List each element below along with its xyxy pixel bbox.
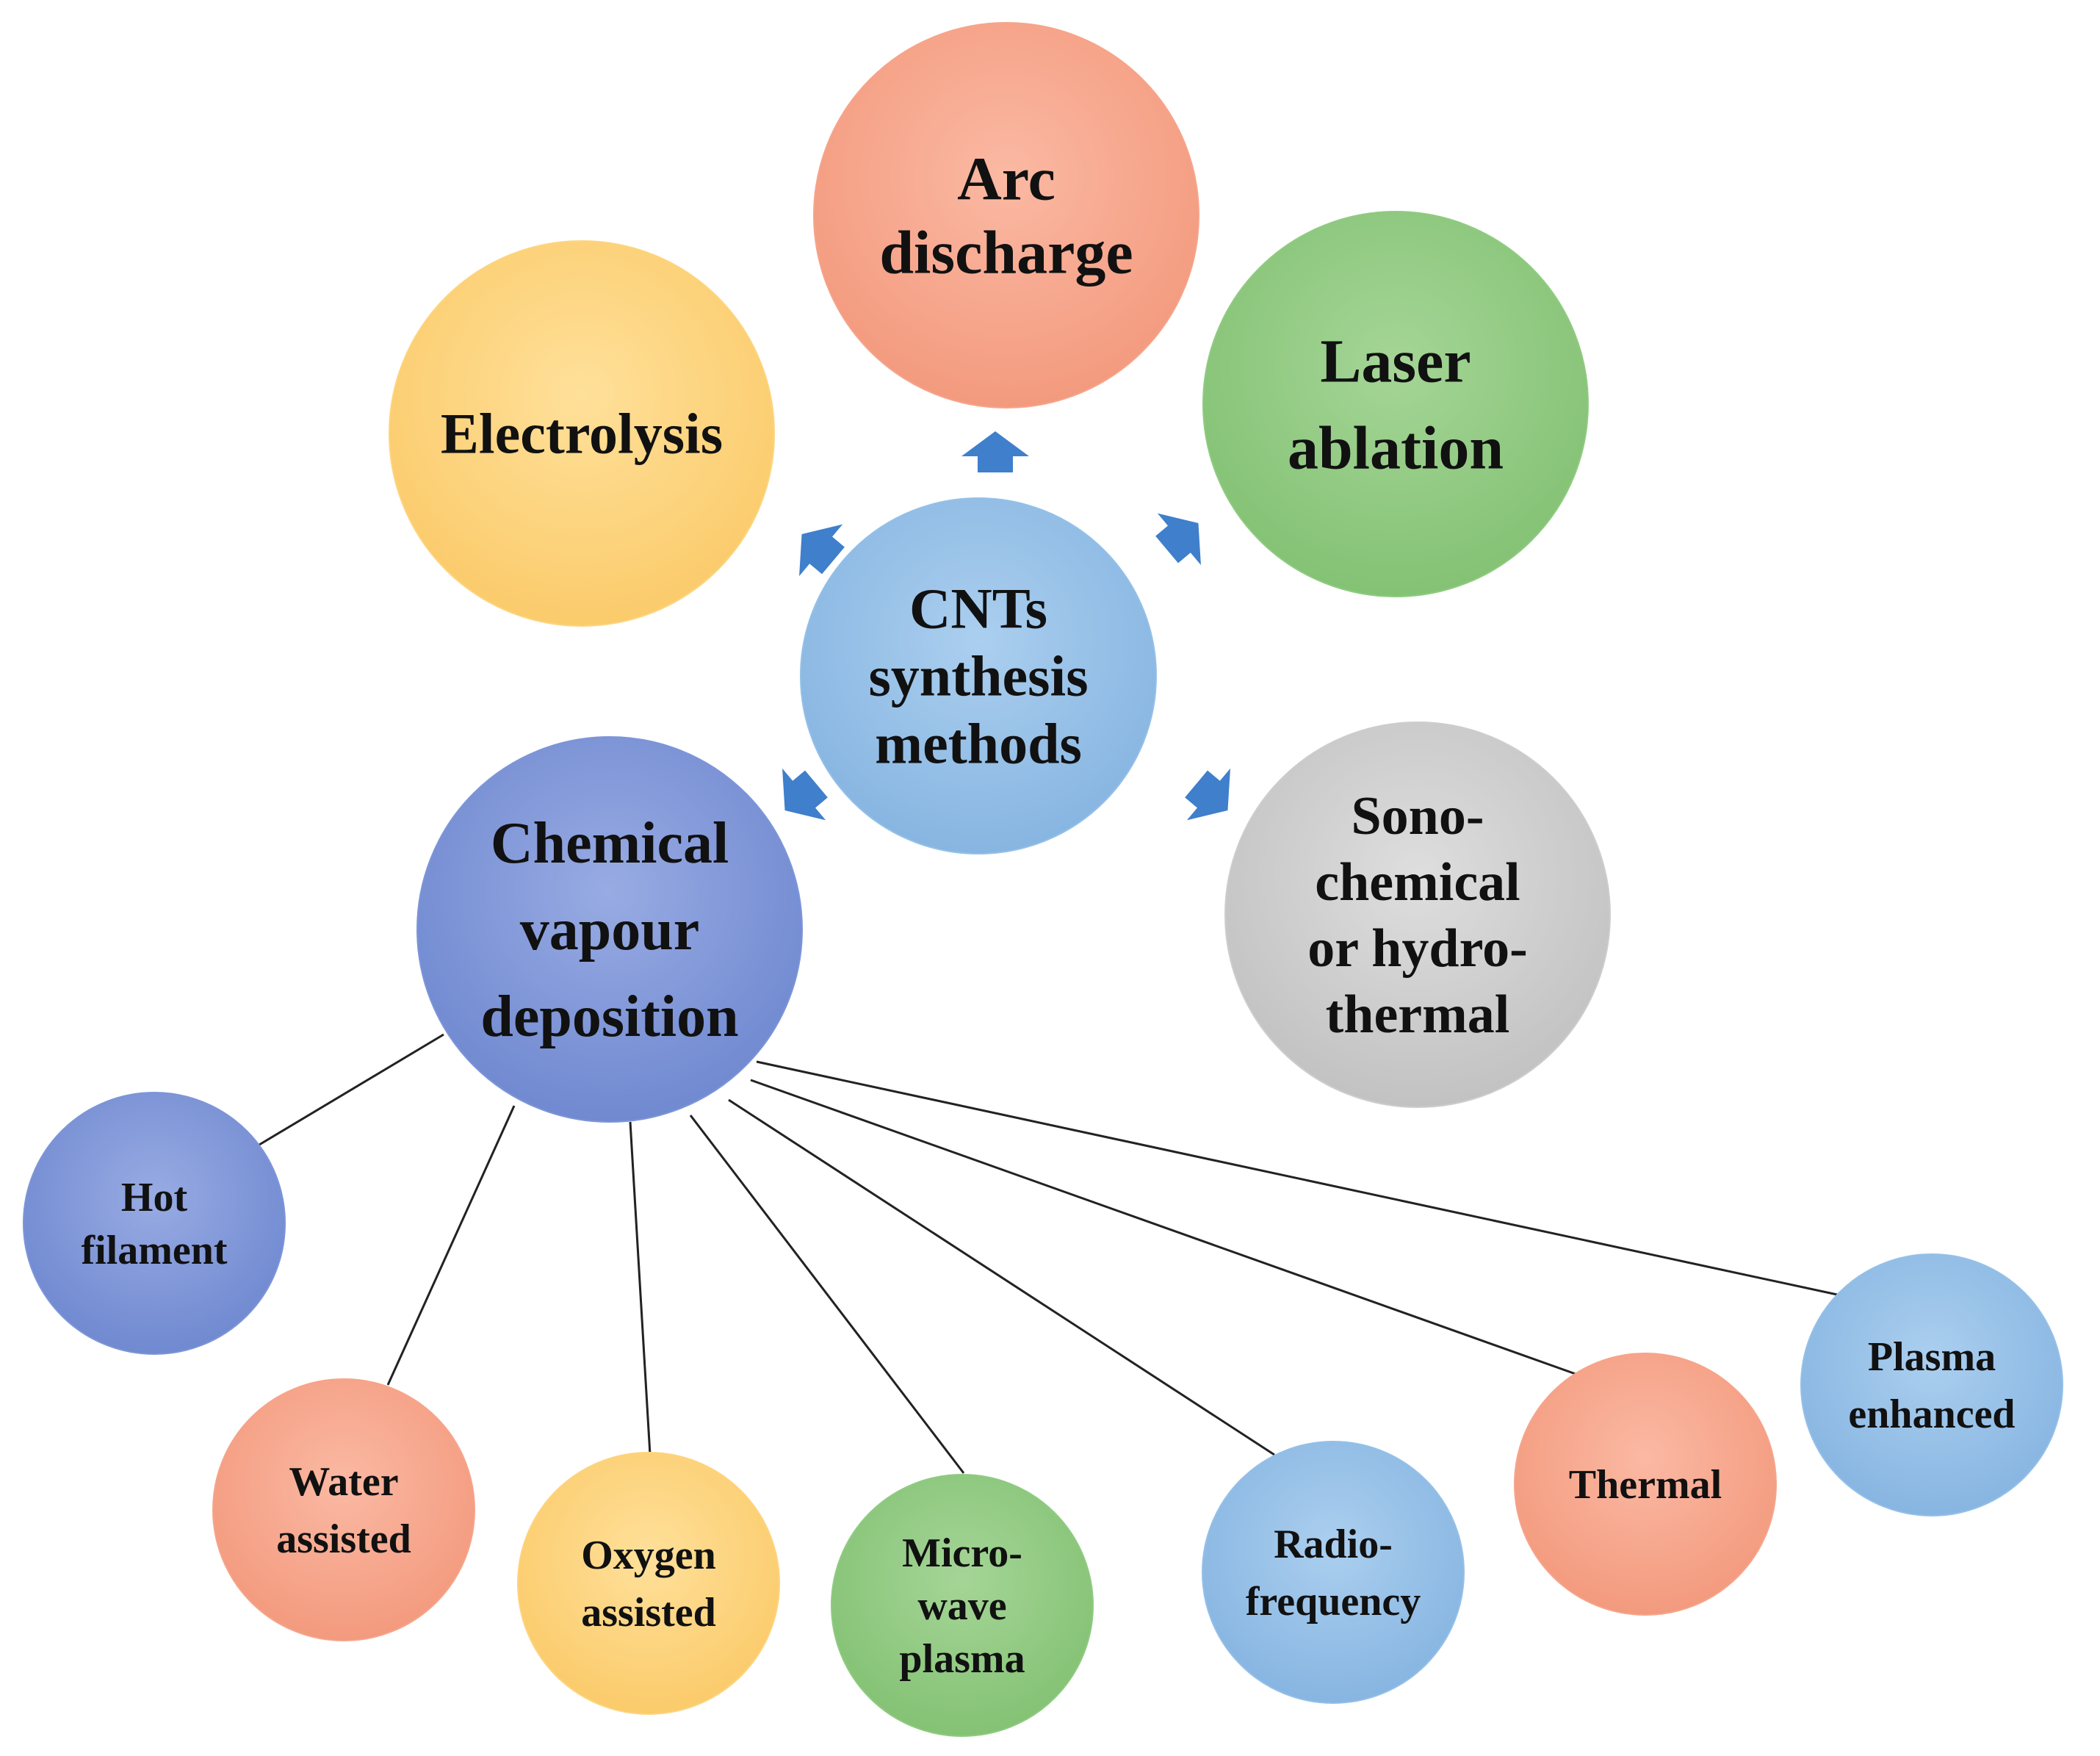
hot-filament-circle	[23, 1092, 286, 1355]
water-assisted-node: Water assisted	[212, 1378, 475, 1641]
cnts-synthesis-methods-label-line: methods	[875, 712, 1082, 776]
arrow-laser-ablation	[1155, 513, 1201, 566]
microwave-plasma-label-line: Micro-	[902, 1530, 1022, 1576]
radio-frequency-label-line: Radio-	[1274, 1522, 1393, 1567]
microwave-plasma-node: Micro-wave plasma	[831, 1474, 1094, 1737]
chemical-vapour-deposition-label-line: Chemical	[491, 811, 729, 876]
water-assisted-circle	[212, 1378, 475, 1641]
sonochemical-hydrothermal-label-line: thermal	[1326, 985, 1510, 1045]
thermal-circle	[1514, 1353, 1777, 1616]
cnts-synthesis-methods-label-line: synthesis	[868, 644, 1088, 708]
arc-discharge-label-line: discharge	[879, 219, 1133, 287]
oxygen-assisted-node: Oxygen assisted	[517, 1452, 780, 1715]
laser-ablation-circle	[1202, 211, 1589, 597]
hot-filament-node: Hot filament	[23, 1092, 286, 1355]
plasma-enhanced-label-line: enhanced	[1848, 1392, 2015, 1437]
plasma-enhanced-node: Plasma enhanced	[1800, 1253, 2063, 1516]
microwave-plasma-connector	[689, 1115, 965, 1474]
arrow-sonochemical-hydrothermal	[1185, 768, 1230, 821]
hot-filament-label-line: filament	[81, 1228, 227, 1273]
oxygen-assisted-label-line: Oxygen	[581, 1533, 716, 1578]
oxygen-assisted-circle	[517, 1452, 780, 1715]
arrows	[782, 431, 1230, 821]
electrolysis-label-line: Electrolysis	[441, 402, 723, 466]
sonochemical-hydrothermal-label-line: Sono-	[1352, 786, 1484, 846]
sonochemical-hydrothermal-circle	[1224, 722, 1611, 1108]
water-assisted-label-line: assisted	[276, 1516, 411, 1562]
oxygen-assisted-connector	[629, 1121, 652, 1455]
arc-discharge-label-line: Arc	[957, 145, 1056, 214]
water-assisted-connector	[386, 1105, 516, 1386]
cnts-synthesis-methods-label-line: CNTs	[909, 577, 1047, 641]
radio-frequency-connector	[728, 1098, 1275, 1456]
oxygen-assisted-label-line: assisted	[581, 1590, 716, 1636]
arrow-arc-discharge	[961, 431, 1029, 472]
thermal-node: Thermal	[1514, 1353, 1777, 1616]
laser-ablation-label-line: Laser	[1320, 328, 1471, 396]
laser-ablation-node: Laser ablation	[1202, 211, 1589, 597]
hot-filament-label-line: Hot	[121, 1175, 188, 1220]
radio-frequency-label-line: frequency	[1246, 1579, 1421, 1624]
electrolysis-circle	[389, 240, 775, 627]
electrolysis-node: Electrolysis	[389, 240, 775, 627]
arrow-electrolysis	[799, 524, 845, 577]
plasma-enhanced-label-line: Plasma	[1868, 1334, 1996, 1380]
cnts-synthesis-methods-circle	[800, 497, 1157, 854]
chemical-vapour-deposition-label-line: vapour	[520, 898, 700, 962]
laser-ablation-label-line: ablation	[1288, 414, 1504, 483]
radio-frequency-circle	[1202, 1441, 1465, 1704]
water-assisted-label-line: Water	[289, 1459, 398, 1505]
microwave-plasma-label-line: wave	[917, 1583, 1006, 1629]
sonochemical-hydrothermal-label-line: or hydro-	[1307, 918, 1527, 979]
plasma-enhanced-connector	[756, 1060, 1848, 1298]
chemical-vapour-deposition-circle	[416, 736, 803, 1123]
radio-frequency-node: Radio-frequency	[1202, 1441, 1465, 1704]
chemical-vapour-deposition-node: Chemical vapour deposition	[416, 736, 803, 1123]
thermal-label-line: Thermal	[1569, 1462, 1722, 1508]
sonochemical-hydrothermal-label-line: chemical	[1315, 852, 1520, 913]
connector-lines	[259, 1033, 1848, 1474]
hot-filament-connector	[259, 1033, 444, 1146]
microwave-plasma-circle	[831, 1474, 1094, 1737]
microwave-plasma-label-line: plasma	[899, 1636, 1025, 1682]
arrow-chemical-vapour-deposition	[782, 768, 828, 821]
chemical-vapour-deposition-label-line: deposition	[480, 985, 738, 1049]
arc-discharge-circle	[813, 22, 1199, 409]
plasma-enhanced-circle	[1800, 1253, 2063, 1516]
thermal-connector	[750, 1079, 1576, 1375]
